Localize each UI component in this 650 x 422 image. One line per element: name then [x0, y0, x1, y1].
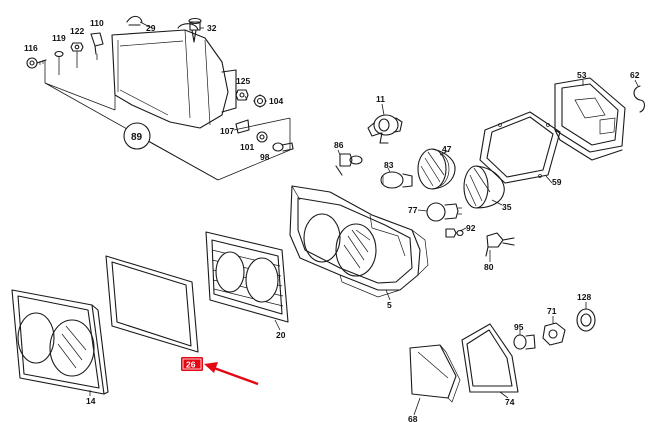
assembly-reference-lines — [44, 60, 291, 181]
callout-5: 5 — [387, 300, 392, 310]
callout-89: 89 — [131, 132, 143, 143]
callout-53: 53 — [577, 70, 587, 80]
spring-clip-62 — [633, 85, 646, 113]
clip-110 — [90, 32, 104, 60]
callout-74: 74 — [505, 397, 515, 407]
callout-104: 104 — [269, 96, 283, 106]
callout-32: 32 — [207, 23, 217, 33]
callout-20: 20 — [276, 330, 286, 340]
washer-101 — [256, 131, 268, 143]
highlight-26[interactable]: 26 — [181, 357, 203, 371]
callout-71: 71 — [547, 306, 557, 316]
callout-77: 77 — [408, 205, 418, 215]
nut-122 — [70, 42, 84, 68]
bulb-92 — [445, 228, 464, 238]
clip-107 — [235, 119, 250, 134]
gasket-128 — [576, 308, 596, 332]
callout-119: 119 — [52, 33, 66, 43]
callout-125: 125 — [236, 76, 250, 86]
bulb-86 — [335, 153, 363, 176]
lamp-lens-68 — [409, 344, 461, 403]
socket-71 — [542, 322, 566, 346]
red-pointer-arrow — [204, 362, 259, 386]
gasket-frame-59 — [479, 111, 561, 184]
callout-95: 95 — [514, 322, 524, 332]
gasket-26 — [105, 255, 199, 353]
callout-98: 98 — [260, 152, 270, 162]
callout-62: 62 — [630, 70, 640, 80]
fastener-116 — [26, 57, 47, 69]
callout-labels: 116 119 122 110 29 32 125 104 107 101 98… — [24, 18, 640, 422]
washer-119 — [54, 50, 64, 75]
callout-11: 11 — [376, 94, 385, 104]
bolt-98 — [272, 142, 294, 152]
callout-116: 116 — [24, 43, 38, 53]
callout-80: 80 — [484, 262, 494, 272]
lens-14 — [11, 289, 109, 395]
bulb-83 — [380, 171, 413, 189]
assembly-ref-circle-89 — [123, 122, 151, 150]
rear-housing-assembly — [111, 23, 237, 129]
highlight-box — [181, 357, 203, 371]
bulb-77 — [426, 202, 462, 222]
lamp-reflector-47 — [417, 148, 456, 190]
nut-125 — [235, 89, 249, 101]
callout-92: 92 — [466, 223, 476, 233]
callout-122: 122 — [70, 26, 84, 36]
nut-104 — [253, 94, 267, 108]
bulb-80 — [485, 232, 515, 257]
highlight-label: 26 — [186, 360, 196, 370]
callout-83: 83 — [384, 160, 394, 170]
screw-32 — [188, 17, 202, 43]
callout-110: 110 — [90, 18, 104, 28]
callout-128: 128 — [577, 292, 591, 302]
callout-35: 35 — [502, 202, 512, 212]
callout-29: 29 — [146, 23, 156, 33]
bulb-95 — [513, 334, 536, 350]
callout-14: 14 — [86, 396, 96, 406]
reflector-35 — [463, 165, 505, 209]
bulb-socket-11 — [367, 114, 403, 144]
highlight-inner-border — [182, 358, 202, 370]
callout-68: 68 — [408, 414, 418, 422]
callout-59: 59 — [552, 177, 562, 187]
cover-53 — [554, 77, 626, 161]
callout-47: 47 — [442, 144, 452, 154]
leader-lines — [89, 21, 639, 416]
seal-frame-74 — [461, 323, 519, 393]
clip-29 — [126, 15, 143, 26]
callout-107: 107 — [220, 126, 234, 136]
grille-frame-20 — [205, 231, 289, 323]
headlamp-housing-5 — [289, 185, 429, 298]
callout-101: 101 — [240, 142, 254, 152]
callout-86: 86 — [334, 140, 344, 150]
